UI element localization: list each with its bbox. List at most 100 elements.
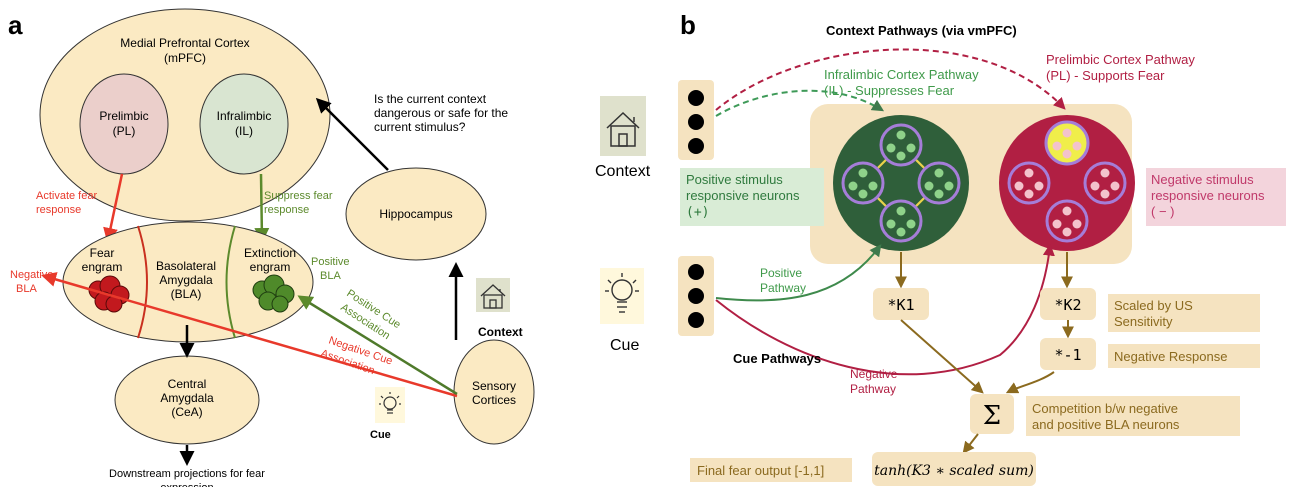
cea-label-line2: Amygdala <box>160 391 214 405</box>
cea-label-line3: (CeA) <box>171 405 202 419</box>
positive-neurons-label-box <box>680 168 824 226</box>
positive-pathway-line2: Pathway <box>760 281 806 295</box>
cue-label-b: Cue <box>610 337 639 354</box>
positive-cue-association-arrow <box>297 295 458 396</box>
competition-box <box>1026 396 1240 436</box>
neg1-box <box>1040 338 1096 370</box>
pl-pathway-line2: (PL) - Supports Fear <box>1046 68 1165 83</box>
context-pathways-title: Context Pathways (via vmPFC) <box>826 23 1017 38</box>
sum-symbol: Σ <box>983 401 1001 431</box>
infralimbic-label-line2: (IL) <box>235 124 253 138</box>
competition-line1: Competition b/w negative <box>1032 401 1178 416</box>
cue-input-node <box>688 264 704 280</box>
context-input-node <box>688 114 704 130</box>
positive-neurons-line1: Positive stimulus <box>686 172 783 187</box>
suppress-fear-arrow <box>254 173 270 243</box>
positive-bla-line2: BLA <box>320 270 341 282</box>
negative-neurons-line1: Negative stimulus <box>1151 172 1254 187</box>
il-context-arrow <box>715 89 885 117</box>
final-output-label: Final fear output [-1,1] <box>697 463 824 478</box>
neg1-label: *-1 <box>1054 346 1081 364</box>
negative-response-label: Negative Response <box>1114 349 1227 364</box>
hippo-question-line2: dangerous or safe for the <box>374 106 508 120</box>
k2-label: *K2 <box>1054 296 1081 314</box>
context-label-b: Context <box>595 163 651 180</box>
positive-pathway-line1: Positive <box>760 266 802 280</box>
activate-fear-line2: response <box>36 204 81 216</box>
extinction-engram-line2: engram <box>250 260 291 274</box>
negative-neurons-label-box <box>1146 168 1286 226</box>
context-input-node <box>688 138 704 154</box>
negative-neurons-line3: ( − ) <box>1151 204 1174 219</box>
sum-box <box>970 394 1014 434</box>
prelimbic-region <box>79 73 169 175</box>
sum-to-tanh-arrow <box>962 433 979 454</box>
cue-label-a: Cue <box>370 429 391 441</box>
negative-bla-line2: BLA <box>16 283 37 295</box>
context-input-node <box>688 90 704 106</box>
prelimbic-label-line1: Prelimbic <box>99 109 148 123</box>
positive-neurons-line2: responsive neurons <box>686 188 800 203</box>
lightbulb-icon <box>379 392 401 414</box>
house-icon-large <box>606 111 640 147</box>
mpfc-label-line2: (mPFC) <box>164 51 206 65</box>
positive-neurons-line3: (+) <box>686 205 709 220</box>
negative-response-box <box>1108 344 1260 368</box>
negative-pathway-line2: Pathway <box>850 382 896 396</box>
mpfc-label-line1: Medial Prefrontal Cortex <box>120 36 249 50</box>
cue-input-node <box>688 312 704 328</box>
positive-neuron-population <box>833 115 969 251</box>
final-output-box <box>690 458 852 482</box>
tanh-box <box>872 452 1036 486</box>
cea-label-line1: Central <box>168 377 207 391</box>
cue-input-node <box>688 288 704 304</box>
extinction-engram-cluster-icon <box>252 274 295 313</box>
hippocampus-to-mpfc-arrow <box>315 97 389 171</box>
infralimbic-label-line1: Infralimbic <box>217 109 272 123</box>
competition-line2: and positive BLA neurons <box>1032 417 1180 432</box>
extinction-engram-divider <box>225 225 236 339</box>
negative-bla-line1: Negative <box>10 269 53 281</box>
fear-engram-line2: engram <box>82 260 123 274</box>
lightbulb-icon-large <box>605 273 639 313</box>
il-pathway-line1: Infralimbic Cortex Pathway <box>824 67 979 82</box>
suppress-fear-line1: Suppress fear <box>264 190 333 202</box>
extinction-engram-line1: Extinction <box>244 246 296 260</box>
negative-pathway-arrow <box>715 243 1055 376</box>
hippo-question-line3: current stimulus? <box>374 120 466 134</box>
k2-box <box>1040 288 1096 320</box>
scaled-by-line2: Sensitivity <box>1114 314 1173 329</box>
infralimbic-region <box>199 73 289 175</box>
fear-engram-line1: Fear <box>90 246 115 260</box>
suppress-fear-line2: response <box>264 204 309 216</box>
pl-pathway-line1: Prelimbic Cortex Pathway <box>1046 52 1195 67</box>
tanh-expression: tanh(K3 ∗ scaled sum) <box>874 463 1034 479</box>
negative-neuron-population <box>999 115 1135 251</box>
house-icon <box>480 284 506 309</box>
negative-pathway-line1: Negative <box>850 367 898 381</box>
downstream-line2: expression <box>160 482 213 487</box>
il-pathway-line2: (IL) - Suppresses Fear <box>824 83 955 98</box>
activate-fear-line1: Activate fear <box>36 190 97 202</box>
panel-a-letter: a <box>8 10 23 40</box>
cue-pathways-label: Cue Pathways <box>733 351 821 366</box>
k1-to-sum-arrow <box>900 319 984 394</box>
scaled-by-line1: Scaled by US <box>1114 298 1193 313</box>
fear-engram-divider <box>137 225 148 339</box>
context-label-a: Context <box>478 325 523 339</box>
hippocampus-region <box>345 167 487 261</box>
downstream-line1: Downstream projections for fear <box>109 468 265 480</box>
panel-b-letter: b <box>680 10 696 40</box>
positive-bla-line1: Positive <box>311 256 350 268</box>
hippocampus-label: Hippocampus <box>379 207 452 221</box>
negative-cue-association-arrow <box>41 272 458 398</box>
bla-label-line3: (BLA) <box>171 287 202 301</box>
sensory-label-line1: Sensory <box>472 379 516 393</box>
k1-label: *K1 <box>887 296 914 314</box>
bla-label-line2: Amygdala <box>159 273 213 287</box>
scaled-by-box <box>1108 294 1260 332</box>
bla-label-line1: Basolateral <box>156 259 216 273</box>
sensory-label-line2: Cortices <box>472 393 516 407</box>
k1-box <box>873 288 929 320</box>
